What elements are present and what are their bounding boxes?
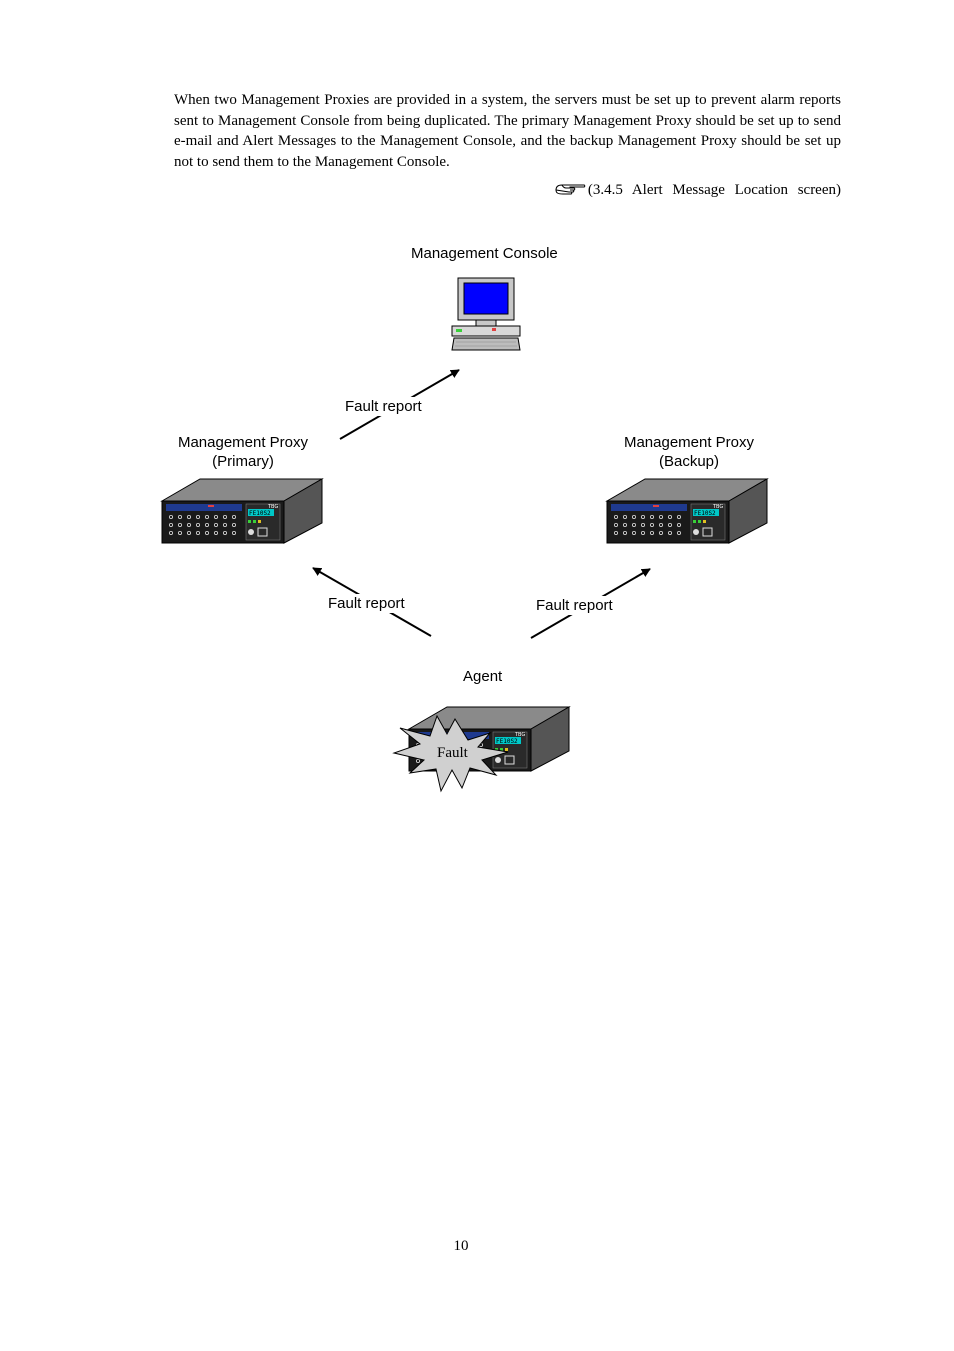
fault-report-label-left: Fault report (326, 594, 407, 613)
cross-reference: (3.4.5 Alert Message Location screen) (480, 181, 841, 202)
primary-device-badge: FE10S2 (249, 510, 271, 517)
backup-proxy-label: Management Proxy (Backup) (609, 433, 769, 471)
primary-proxy-server-icon (161, 478, 323, 544)
primary-proxy-label-line2: (Primary) (212, 453, 274, 470)
pointing-hand-icon (554, 181, 586, 202)
agent-device-brand: TBG (514, 732, 525, 738)
page-number: 10 (453, 1238, 469, 1254)
cross-reference-text: (3.4.5 Alert Message Location screen) (587, 182, 841, 198)
backup-proxy-server-icon (606, 478, 768, 544)
backup-device-badge: FE10S2 (694, 510, 716, 517)
agent-label: Agent (463, 668, 503, 685)
primary-proxy-label: Management Proxy (Primary) (163, 433, 323, 471)
backup-device-brand: TBG (712, 504, 723, 510)
primary-device-brand: TBG (267, 504, 278, 510)
primary-proxy-label-line1: Management Proxy (177, 434, 309, 451)
agent-device-badge: FE10S2 (496, 738, 518, 745)
backup-proxy-label-line1: Management Proxy (623, 434, 755, 451)
computer-icon (451, 277, 521, 351)
starburst-icon (392, 714, 509, 793)
backup-proxy-label-line2: (Backup) (658, 453, 720, 470)
fault-label: Fault (437, 745, 468, 761)
body-paragraph: When two Management Proxies are provided… (174, 92, 841, 170)
fault-report-label-right: Fault report (534, 596, 615, 615)
console-label: Management Console (411, 245, 558, 262)
fault-report-label-top: Fault report (343, 397, 424, 416)
